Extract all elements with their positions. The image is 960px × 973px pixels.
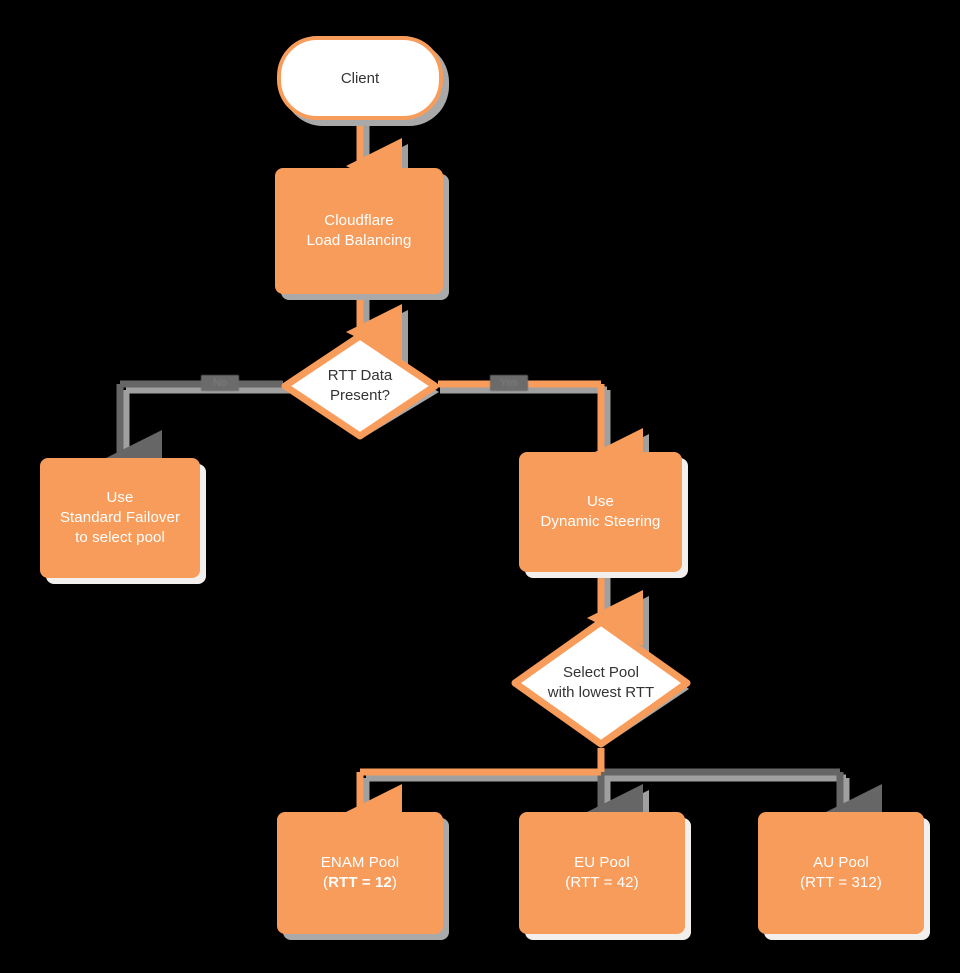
- node-enam-pool-line1: ENAM Pool: [320, 854, 400, 872]
- node-eu-pool[interactable]: EU Pool (RTT = 42): [519, 812, 685, 934]
- edge-select-to-enam: [346, 748, 605, 840]
- node-select-pool[interactable]: Select Pool with lowest RTT: [511, 618, 691, 748]
- node-rtt-decision[interactable]: RTT Data Present?: [281, 332, 439, 440]
- node-load-balancing-line2: Load Balancing: [306, 232, 412, 249]
- node-dynamic-steering-line1: Use: [587, 493, 614, 511]
- node-standard-failover[interactable]: Use Standard Failover to select pool: [40, 458, 200, 578]
- node-standard-failover-line3: to select pool: [75, 528, 165, 546]
- node-load-balancing[interactable]: Cloudflare Load Balancing: [275, 168, 443, 294]
- node-standard-failover-line2: Standard Failover: [59, 509, 181, 527]
- node-eu-pool-line1: EU Pool: [574, 854, 630, 872]
- node-enam-pool[interactable]: ENAM Pool (RTT = 12): [277, 812, 443, 934]
- node-au-pool-line2: (RTT = 312): [800, 874, 882, 891]
- node-enam-pool-line2: (RTT = 12): [321, 873, 399, 893]
- enam-rtt-value: RTT = 12: [328, 874, 392, 891]
- edge-decision-yes: [438, 380, 643, 484]
- edge-label-yes: Yes: [490, 375, 528, 391]
- rtt-decision-diamond-shape: [281, 332, 439, 440]
- select-pool-diamond-shape: [511, 618, 691, 748]
- node-dynamic-steering-line2: Dynamic Steering: [540, 513, 661, 530]
- node-load-balancing-line1: Cloudflare: [324, 212, 394, 230]
- node-standard-failover-line1: Use: [106, 489, 134, 507]
- node-dynamic-steering[interactable]: Use Dynamic Steering: [519, 452, 682, 572]
- node-eu-pool-line2: (RTT = 42): [565, 874, 639, 891]
- edge-decision-no: [106, 380, 283, 486]
- node-au-pool-line1: AU Pool: [813, 854, 869, 872]
- edge-select-to-au: [601, 768, 882, 840]
- node-au-pool[interactable]: AU Pool (RTT = 312): [758, 812, 924, 934]
- node-client[interactable]: Client: [277, 36, 443, 120]
- node-client-label: Client: [340, 69, 380, 87]
- edge-label-no: No: [201, 375, 239, 391]
- enam-close-paren: ): [391, 874, 397, 891]
- enam-open-paren: (: [323, 874, 329, 891]
